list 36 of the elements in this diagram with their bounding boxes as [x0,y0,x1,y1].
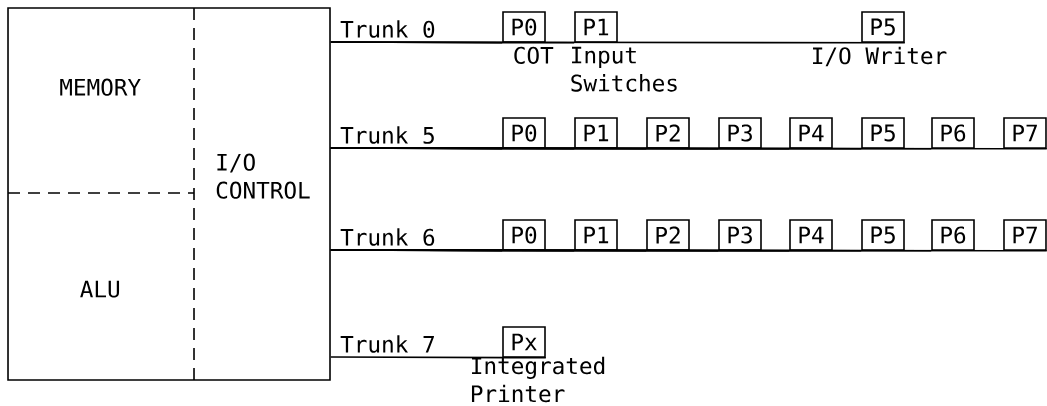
edge-label: Trunk 7 [338,334,437,355]
port-box: P3 [718,219,762,251]
port-box: P6 [931,219,975,251]
port-box: P2 [646,117,690,149]
port-box: P2 [646,219,690,251]
port-box: P0 [502,117,546,149]
device-label: I/O Writer [813,46,947,67]
port-box: P0 [502,219,546,251]
unit-label: ALU [80,280,120,298]
device-label: Input Switches [571,46,677,92]
port-box: P5 [861,11,905,43]
port-box: P5 [861,219,905,251]
port-box: P6 [931,117,975,149]
port-box: P1 [574,117,618,149]
port-box: P1 [574,11,618,43]
device-label: Integrated Printer [472,356,605,403]
port-box: P4 [789,117,833,149]
port-box: P3 [718,117,762,149]
trunk-line [330,147,1047,150]
port-box: P5 [861,117,905,149]
edge-label: Trunk 5 [338,125,437,146]
computer-box [7,7,331,381]
trunk-line [330,249,1047,252]
device-label: COT [514,46,554,64]
port-box: P7 [1003,117,1047,149]
unit-label: I/O CONTROL [216,153,310,199]
port-box: Px [502,326,546,358]
trunk-line [330,356,547,359]
trunk-line [330,41,906,44]
port-box: P0 [502,11,546,43]
port-box: P4 [789,219,833,251]
edge-label: Trunk 0 [338,19,437,40]
port-box: P7 [1003,219,1047,251]
edge-label: Trunk 6 [338,227,437,248]
port-box: P1 [574,219,618,251]
unit-label: MEMORY [60,78,141,96]
